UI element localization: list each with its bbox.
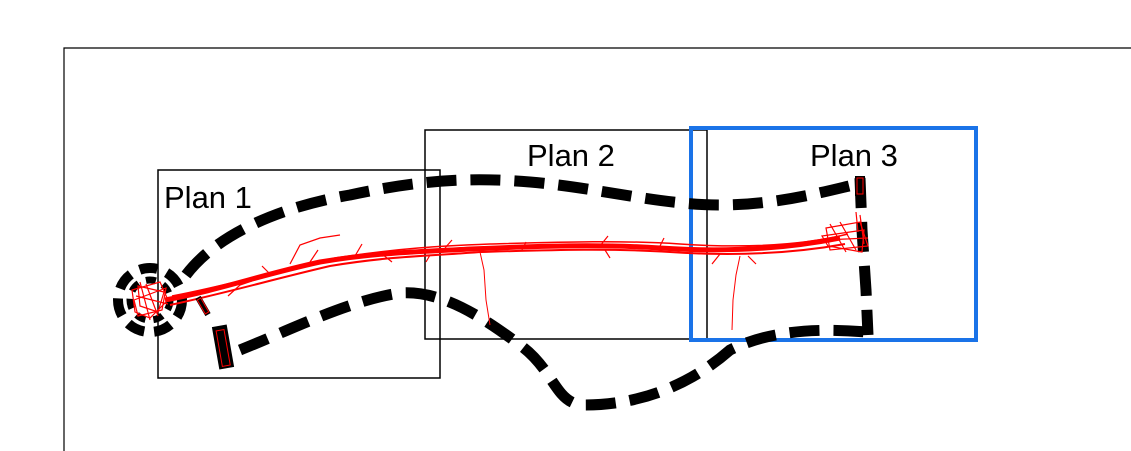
planned-path-lower [237,287,867,411]
plan-2-label: Plan 2 [527,138,615,173]
robot-mid-icon [195,295,211,317]
trajectory [164,233,849,331]
plan-1-label: Plan 1 [164,180,252,215]
planned-path-upper [181,174,864,279]
planned-path-right-edge [854,177,874,336]
plan-2-box [424,129,708,340]
axes-frame [63,47,1131,451]
robot-end-icon [855,176,865,196]
end-tangle [821,211,869,253]
start-tangle [131,281,169,321]
robot-start-icon [211,324,235,370]
plan-3-box [689,126,978,342]
plan-1-box [157,169,441,379]
plan-3-label: Plan 3 [810,138,898,173]
